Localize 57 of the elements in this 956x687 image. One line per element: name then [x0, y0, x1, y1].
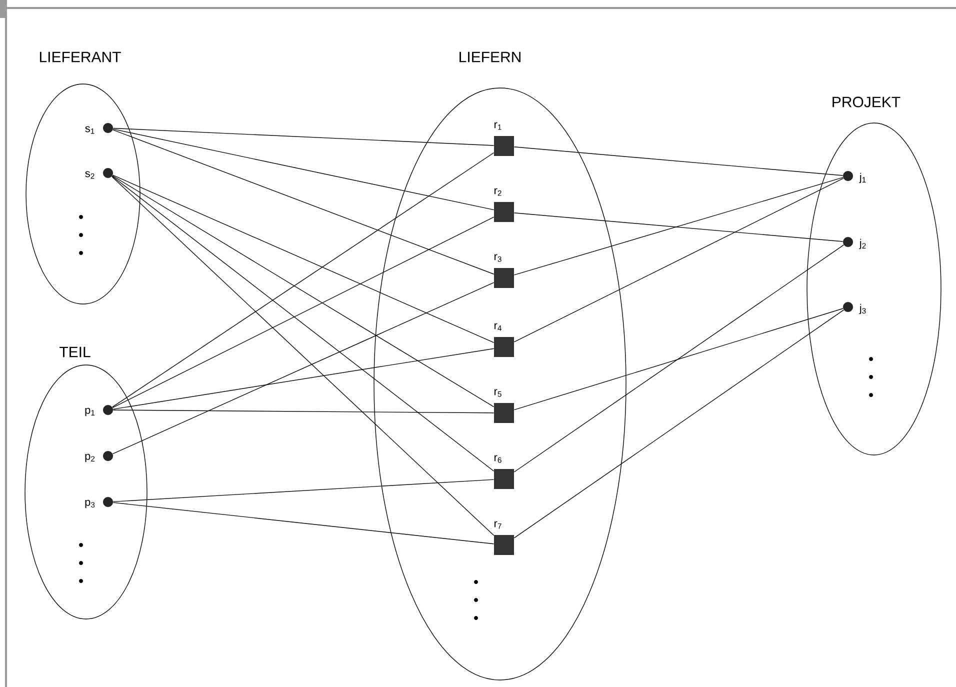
- connector-line: [112, 282, 494, 454]
- connector-line: [112, 128, 494, 146]
- entity-ellipse: [26, 84, 140, 304]
- point-label: p$_{2}$: [85, 454, 95, 462]
- relationship-square: [494, 268, 514, 288]
- connector-line: [112, 174, 494, 343]
- point-label: r$_{6}$: [494, 455, 502, 463]
- point-label: r$_{2}$: [494, 188, 502, 196]
- connector-line: [514, 212, 844, 242]
- connector-line: [112, 348, 494, 410]
- point-label: j$_{1}$: [859, 172, 866, 184]
- relationship-square: [494, 468, 514, 489]
- connector-line: [112, 216, 494, 408]
- point-label: s$_{2}$: [85, 171, 94, 179]
- entity-point: [843, 302, 853, 312]
- point-label: p$_{3}$: [85, 500, 95, 508]
- relationship-square: [494, 534, 514, 555]
- relationship-square: [494, 136, 514, 156]
- relationship-square: [494, 336, 514, 357]
- connector-line: [514, 244, 844, 472]
- connector-line: [112, 129, 494, 274]
- entity-heading: PROJEKT: [832, 96, 900, 108]
- entity-point: [103, 450, 113, 461]
- entity-point: [103, 496, 113, 507]
- point-label: s$_{1}$: [85, 126, 94, 134]
- point-label: r$_{7}$: [494, 521, 502, 529]
- entity-ellipse: [374, 88, 626, 680]
- point-label: r$_{3}$: [494, 254, 502, 262]
- point-label: p$_{1}$: [85, 408, 95, 416]
- entity-point: [103, 404, 113, 415]
- point-label: j$_{2}$: [859, 238, 866, 250]
- connector-line: [112, 502, 494, 544]
- relationship-square: [494, 402, 514, 423]
- point-label: j$_{3}$: [859, 304, 866, 314]
- entity-heading: LIEFERANT: [40, 52, 121, 62]
- connector-line: [112, 176, 494, 472]
- connector-line: [514, 310, 844, 538]
- connector-line: [514, 308, 844, 410]
- entity-point: [103, 168, 113, 178]
- point-label: r$_{1}$: [494, 122, 502, 130]
- connector-line: [514, 178, 844, 342]
- entity-point: [843, 170, 853, 181]
- entity-ellipse: [806, 122, 942, 456]
- entity-heading: LIEFERN: [460, 52, 520, 62]
- connector-line: [514, 177, 844, 276]
- point-label: r$_{4}$: [494, 323, 502, 331]
- entity-heading: TEIL: [60, 346, 90, 358]
- connector-line: [112, 128, 494, 210]
- point-label: r$_{5}$: [494, 389, 502, 397]
- relationship-square: [494, 202, 514, 222]
- connector-line: [112, 479, 494, 502]
- connector-line: [514, 146, 844, 176]
- entity-point: [103, 123, 113, 133]
- connector-line: [111, 176, 494, 536]
- entity-point: [843, 236, 853, 247]
- entity-ellipse: [24, 364, 148, 620]
- connector-line: [112, 410, 494, 414]
